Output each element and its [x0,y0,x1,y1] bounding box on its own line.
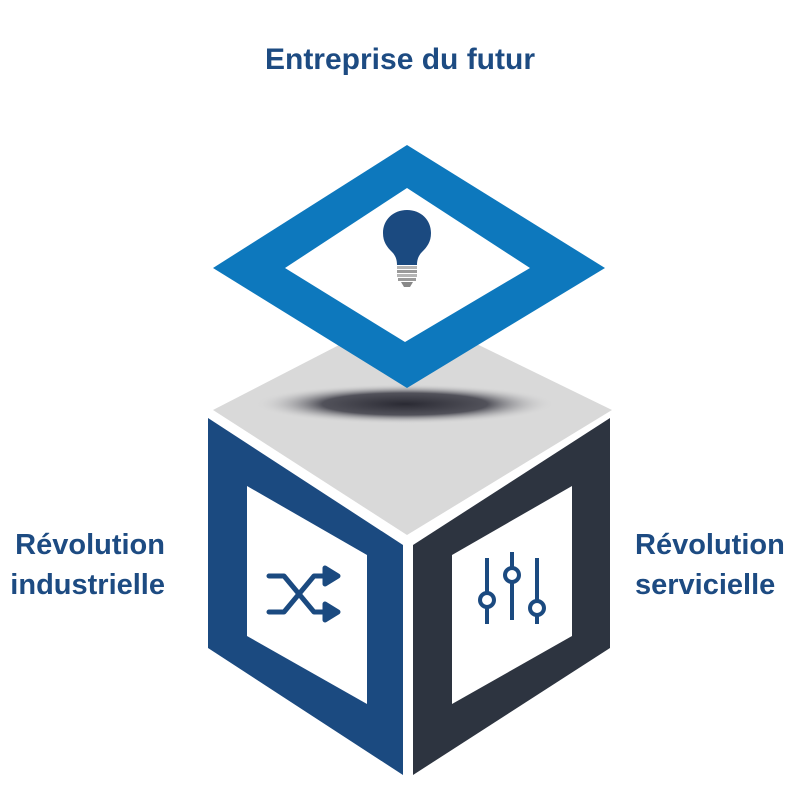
shadow [255,384,555,424]
right-label-line1: Révolution [635,529,785,561]
left-label-line2: industrielle [10,569,165,601]
shuffle-icon [266,565,341,623]
right-label-line2: servicielle [635,569,776,601]
left-label: Révolution industrielle [10,525,165,605]
sliders-icon [478,552,546,624]
cube-left-face [208,418,403,775]
right-label: Révolution servicielle [635,525,785,605]
lightbulb-icon [383,210,431,287]
left-label-line1: Révolution [15,529,165,561]
diagram-title: Entreprise du futur [264,43,535,76]
